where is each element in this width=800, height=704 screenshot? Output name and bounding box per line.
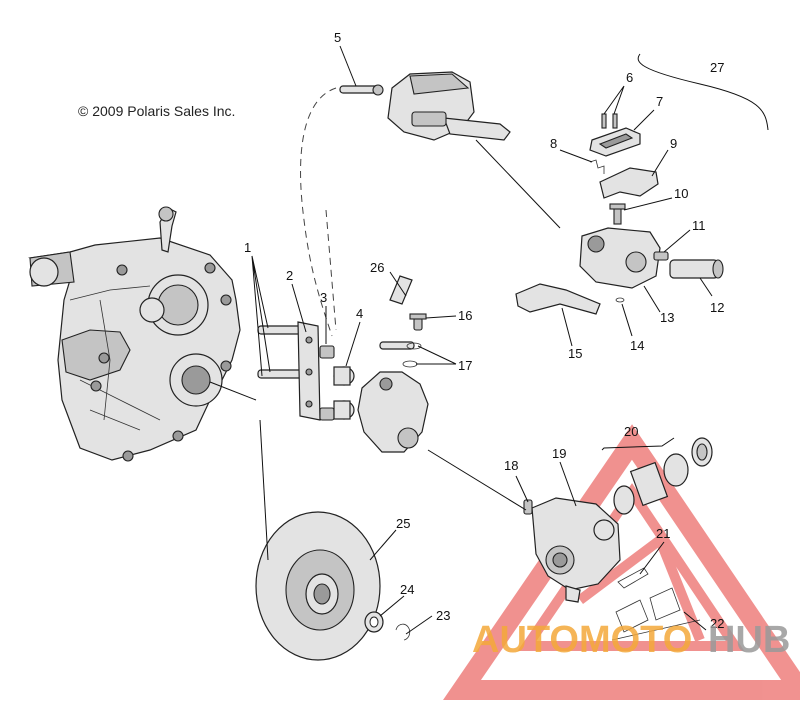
cover-screws bbox=[601, 113, 618, 129]
callout-19: 19 bbox=[552, 446, 566, 461]
callout-23: 23 bbox=[436, 608, 450, 623]
watermark-hub: HUB bbox=[708, 619, 790, 661]
callout-24: 24 bbox=[400, 582, 414, 597]
brake-pads bbox=[611, 587, 701, 641]
callout-11: 11 bbox=[692, 218, 706, 233]
callout-20: 20 bbox=[624, 424, 638, 439]
flange-nuts bbox=[319, 345, 335, 421]
brake-master-cylinder bbox=[387, 71, 511, 141]
master-cylinder-body bbox=[579, 227, 661, 289]
watermark-text: AUTOMOTO HUB bbox=[472, 619, 790, 661]
callout-3: 3 bbox=[320, 290, 327, 305]
callout-16: 16 bbox=[458, 308, 472, 323]
caliper-pin-clip bbox=[617, 567, 649, 589]
callout-10: 10 bbox=[674, 186, 688, 201]
callout-9: 9 bbox=[670, 136, 677, 151]
heat-shrink-sleeve bbox=[389, 275, 413, 305]
disc-washer bbox=[364, 611, 384, 633]
callout-15: 15 bbox=[568, 346, 582, 361]
callout-14: 14 bbox=[630, 338, 644, 353]
callout-2: 2 bbox=[286, 268, 293, 283]
callout-17: 17 bbox=[458, 358, 472, 373]
reservoir-cover bbox=[589, 127, 641, 157]
brake-hose-end bbox=[379, 341, 415, 350]
brake-line-fitting bbox=[339, 84, 384, 96]
transmission-housing bbox=[28, 206, 241, 462]
pivot-bolt bbox=[609, 203, 626, 225]
callout-25: 25 bbox=[396, 516, 410, 531]
brake-lever bbox=[515, 283, 601, 315]
callout-22: 22 bbox=[710, 616, 724, 631]
callout-5: 5 bbox=[334, 30, 341, 45]
switch-spring bbox=[589, 159, 605, 174]
throttle-grip bbox=[669, 259, 724, 279]
mounting-plate bbox=[297, 321, 321, 421]
callout-4: 4 bbox=[356, 306, 363, 321]
callout-27: 27 bbox=[710, 60, 724, 75]
callout-6: 6 bbox=[626, 70, 633, 85]
retaining-ring bbox=[395, 623, 411, 641]
callout-8: 8 bbox=[550, 136, 557, 151]
studs bbox=[257, 325, 305, 379]
lever-oring bbox=[615, 297, 625, 303]
callout-12: 12 bbox=[710, 300, 724, 315]
brake-hose-lines bbox=[209, 87, 561, 561]
callout-1: 1 bbox=[244, 240, 251, 255]
copyright-text: © 2009 Polaris Sales Inc. bbox=[78, 103, 235, 119]
callout-leaders bbox=[251, 45, 769, 635]
brake-disc bbox=[255, 511, 381, 661]
callout-26: 26 bbox=[370, 260, 384, 275]
callout-21: 21 bbox=[656, 526, 670, 541]
callout-18: 18 bbox=[504, 458, 518, 473]
callout-labels: 1 2 3 4 5 6 7 8 9 10 11 12 13 14 15 16 1… bbox=[244, 30, 724, 631]
reservoir-diaphragm bbox=[599, 167, 659, 199]
brake-caliper-assembly bbox=[531, 497, 621, 603]
brake-caliper-upper bbox=[357, 371, 429, 453]
watermark-automoto: AUTOMOTO bbox=[472, 619, 692, 661]
caliper-piston-kit bbox=[613, 437, 713, 515]
banjo-bolt bbox=[653, 251, 669, 261]
bleeder-screw bbox=[409, 313, 427, 331]
callout-7: 7 bbox=[656, 94, 663, 109]
spacers bbox=[333, 366, 355, 420]
callout-13: 13 bbox=[660, 310, 674, 325]
caliper-bleeder bbox=[523, 499, 533, 515]
